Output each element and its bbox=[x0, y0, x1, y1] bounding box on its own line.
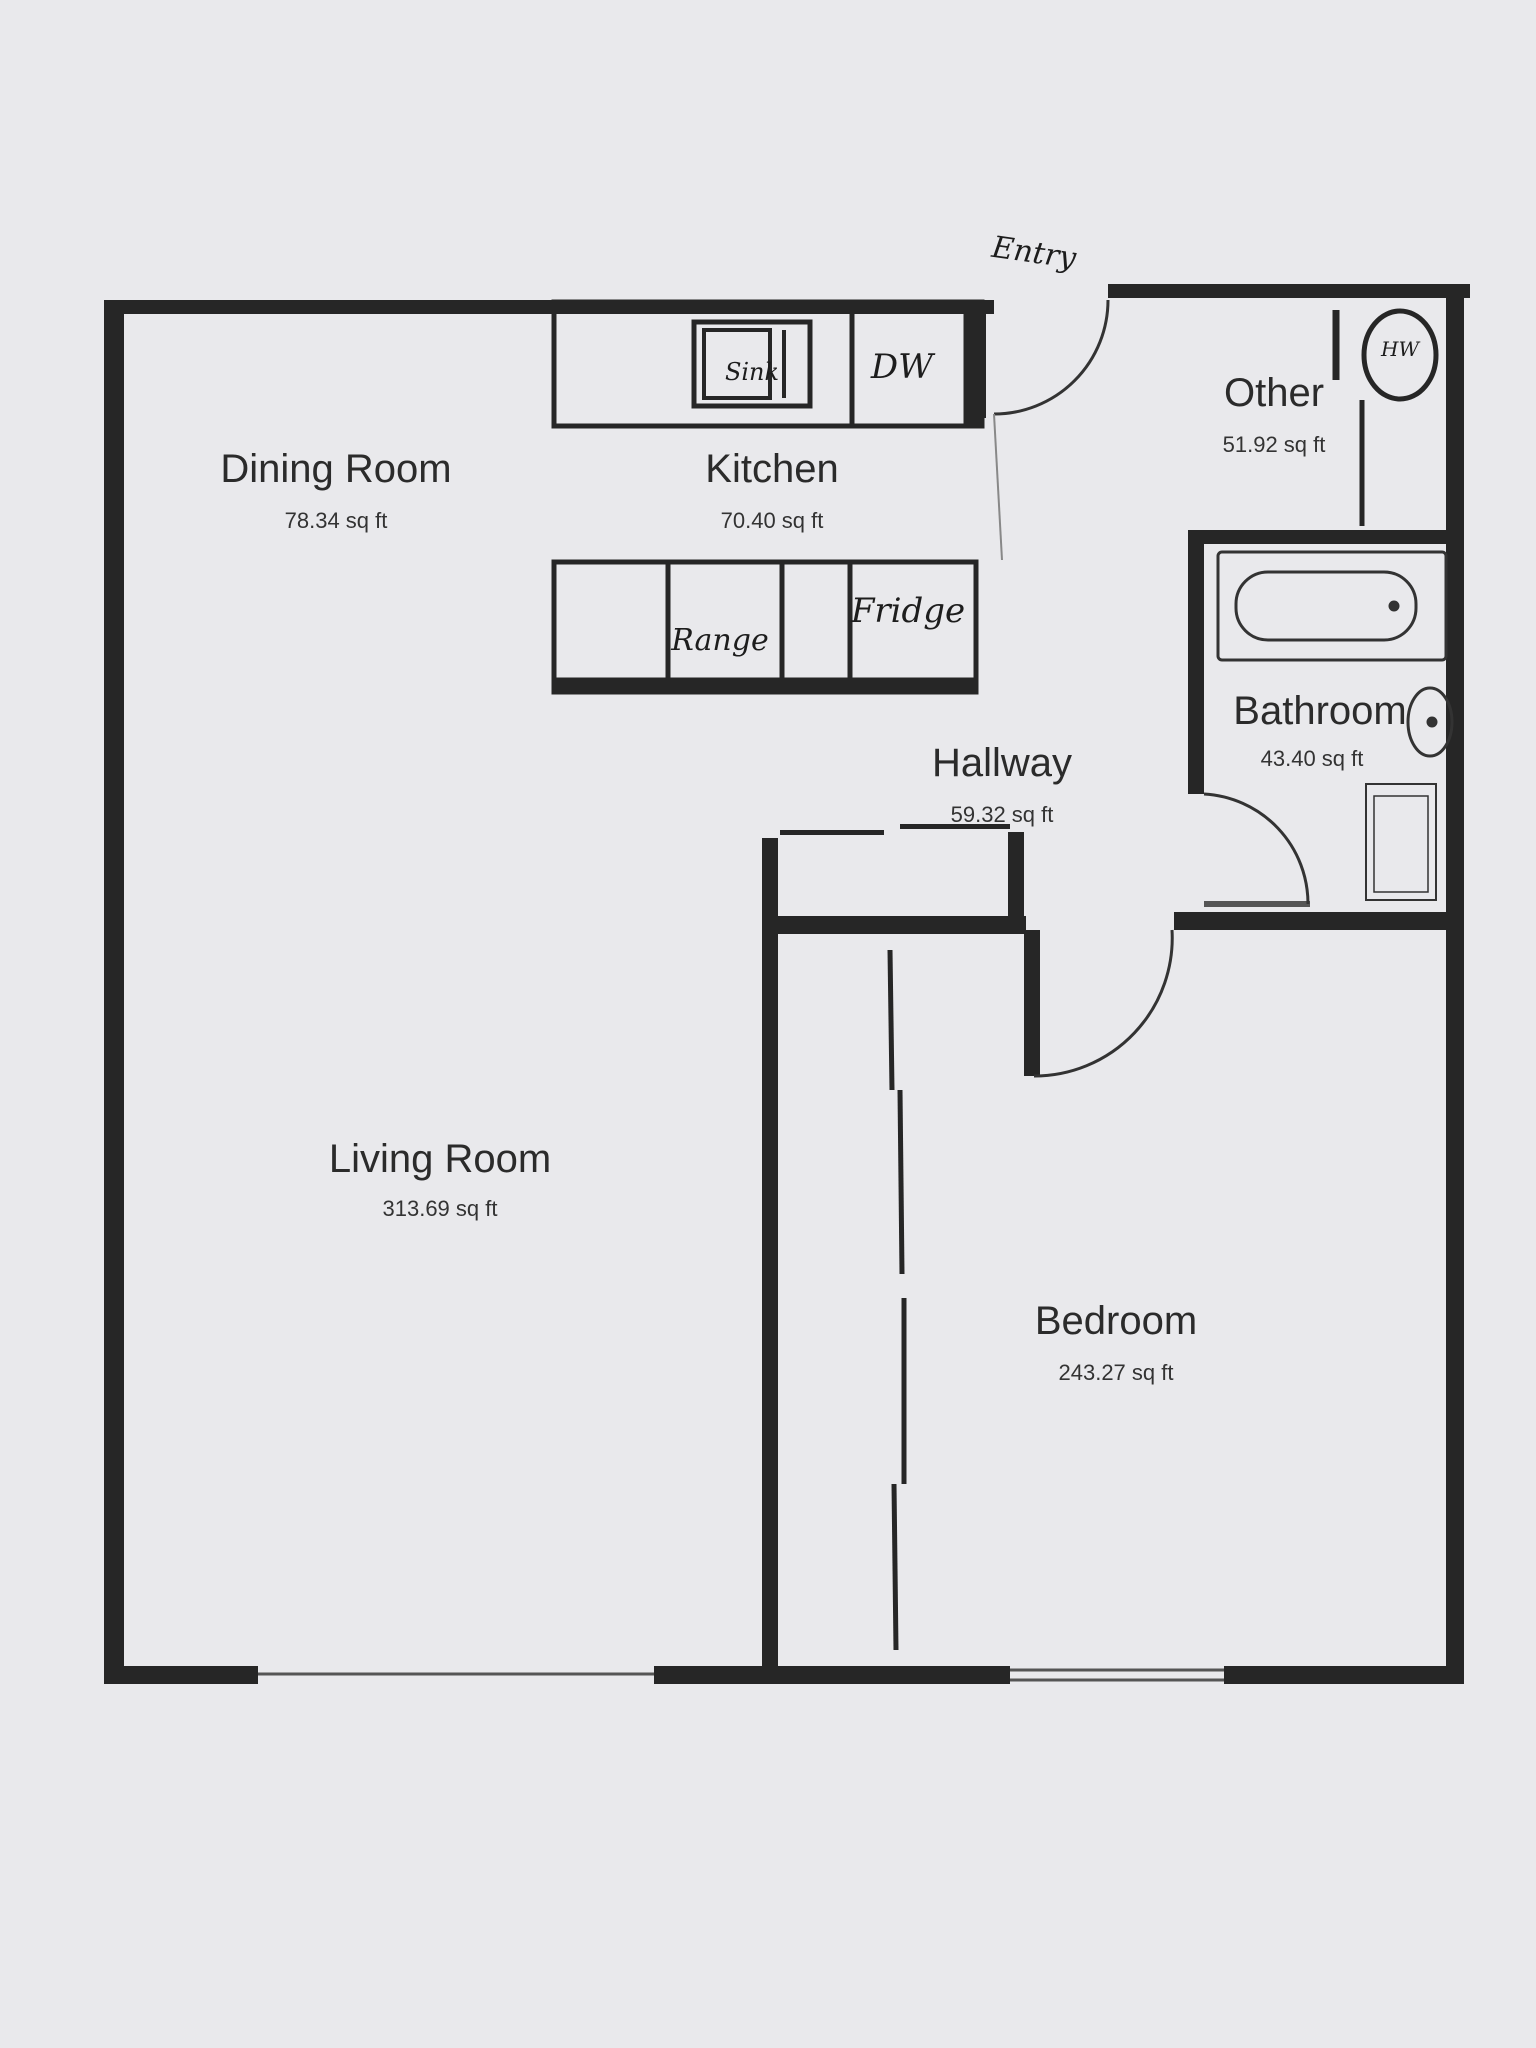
left-wall bbox=[104, 300, 124, 1684]
entry-door-swing bbox=[993, 299, 1110, 416]
bedroom-closet-doors bbox=[887, 949, 907, 1651]
bath-sink bbox=[1406, 686, 1454, 758]
sink-label: Sink bbox=[725, 358, 779, 386]
windows bbox=[258, 1668, 1224, 1682]
dining-room-label: Dining Room 78.34 sq ft bbox=[220, 447, 451, 533]
counter-end bbox=[963, 299, 983, 429]
dining-room-name: Dining Room bbox=[220, 447, 451, 491]
kitchen-hall-divider bbox=[993, 413, 1003, 561]
hall-closet-bottom-wall bbox=[762, 916, 1026, 934]
exterior-walls bbox=[104, 284, 1470, 1684]
bathroom-name: Bathroom bbox=[1233, 689, 1406, 733]
bath-sink-drain bbox=[1426, 716, 1438, 728]
other-label: Other 51.92 sq ft bbox=[1223, 371, 1326, 457]
bedroom-area: 243.27 sq ft bbox=[1059, 1360, 1174, 1385]
bathroom-area: 43.40 sq ft bbox=[1261, 746, 1364, 771]
living-room-area: 313.69 sq ft bbox=[383, 1196, 498, 1221]
sink-basin-left bbox=[702, 328, 772, 400]
toilet-bowl bbox=[1373, 795, 1429, 893]
bathroom-label: Bathroom 43.40 sq ft bbox=[1233, 689, 1406, 771]
kitchen-name: Kitchen bbox=[705, 447, 838, 491]
closet-door-left bbox=[780, 830, 884, 835]
bathtub bbox=[1216, 550, 1448, 662]
bathtub-basin bbox=[1234, 570, 1418, 642]
closet-track-1 bbox=[887, 949, 895, 1091]
hallway-area: 59.32 sq ft bbox=[951, 802, 1054, 827]
closet-door-right bbox=[900, 824, 1010, 829]
bottom-wall-2 bbox=[654, 1666, 1010, 1684]
closet-track-2 bbox=[897, 1089, 905, 1275]
hall-closet-right-wall bbox=[1008, 832, 1024, 934]
bedroom-name: Bedroom bbox=[1035, 1299, 1197, 1343]
top-wall-right bbox=[1108, 284, 1470, 298]
kitchen-area: 70.40 sq ft bbox=[721, 508, 824, 533]
bath-bottom-wall bbox=[1174, 912, 1464, 930]
hall-closet bbox=[762, 824, 1026, 1672]
bedroom-label: Bedroom 243.27 sq ft bbox=[1035, 1299, 1197, 1385]
lower-counter-base bbox=[551, 677, 979, 695]
closet-track-4 bbox=[891, 1483, 899, 1651]
dishwasher-label: DW bbox=[870, 347, 936, 387]
other-name: Other bbox=[1224, 371, 1324, 415]
bath-top-wall bbox=[1188, 530, 1458, 544]
sink bbox=[691, 319, 813, 409]
bedroom-walls bbox=[1024, 930, 1040, 1076]
living-room-name: Living Room bbox=[329, 1137, 551, 1181]
living-room-label: Living Room 313.69 sq ft bbox=[329, 1137, 551, 1221]
other-area: 51.92 sq ft bbox=[1223, 432, 1326, 457]
bedroom-door-swing bbox=[1033, 929, 1174, 1078]
bedroom-door-jamb bbox=[1024, 930, 1040, 1076]
kitchen-lower-counter bbox=[551, 559, 979, 695]
toilet-tank bbox=[1365, 783, 1437, 901]
bottom-wall-3 bbox=[1224, 1666, 1464, 1684]
bathroom-walls bbox=[1174, 530, 1464, 930]
tub-drain bbox=[1388, 600, 1400, 612]
water-heater-label: HW bbox=[1380, 337, 1420, 361]
bath-door-swing bbox=[1203, 792, 1310, 905]
hallway-name: Hallway bbox=[932, 741, 1072, 785]
range-label: Range bbox=[670, 623, 768, 658]
dining-room-area: 78.34 sq ft bbox=[285, 508, 388, 533]
bedroom-left-wall bbox=[762, 838, 778, 1672]
bottom-wall-1 bbox=[104, 1666, 258, 1684]
fridge-label: Fridge bbox=[850, 591, 965, 631]
entry-door bbox=[993, 299, 1110, 561]
kitchen-upper-counter bbox=[551, 299, 985, 429]
right-wall bbox=[1446, 284, 1464, 1684]
bathroom-fixtures bbox=[1203, 550, 1454, 907]
water-heater-circle bbox=[1361, 308, 1439, 402]
other-closet bbox=[1332, 308, 1439, 526]
hallway-label: Hallway 59.32 sq ft bbox=[932, 741, 1072, 827]
kitchen-label: Kitchen 70.40 sq ft bbox=[705, 447, 838, 533]
bath-left-wall bbox=[1188, 530, 1204, 794]
